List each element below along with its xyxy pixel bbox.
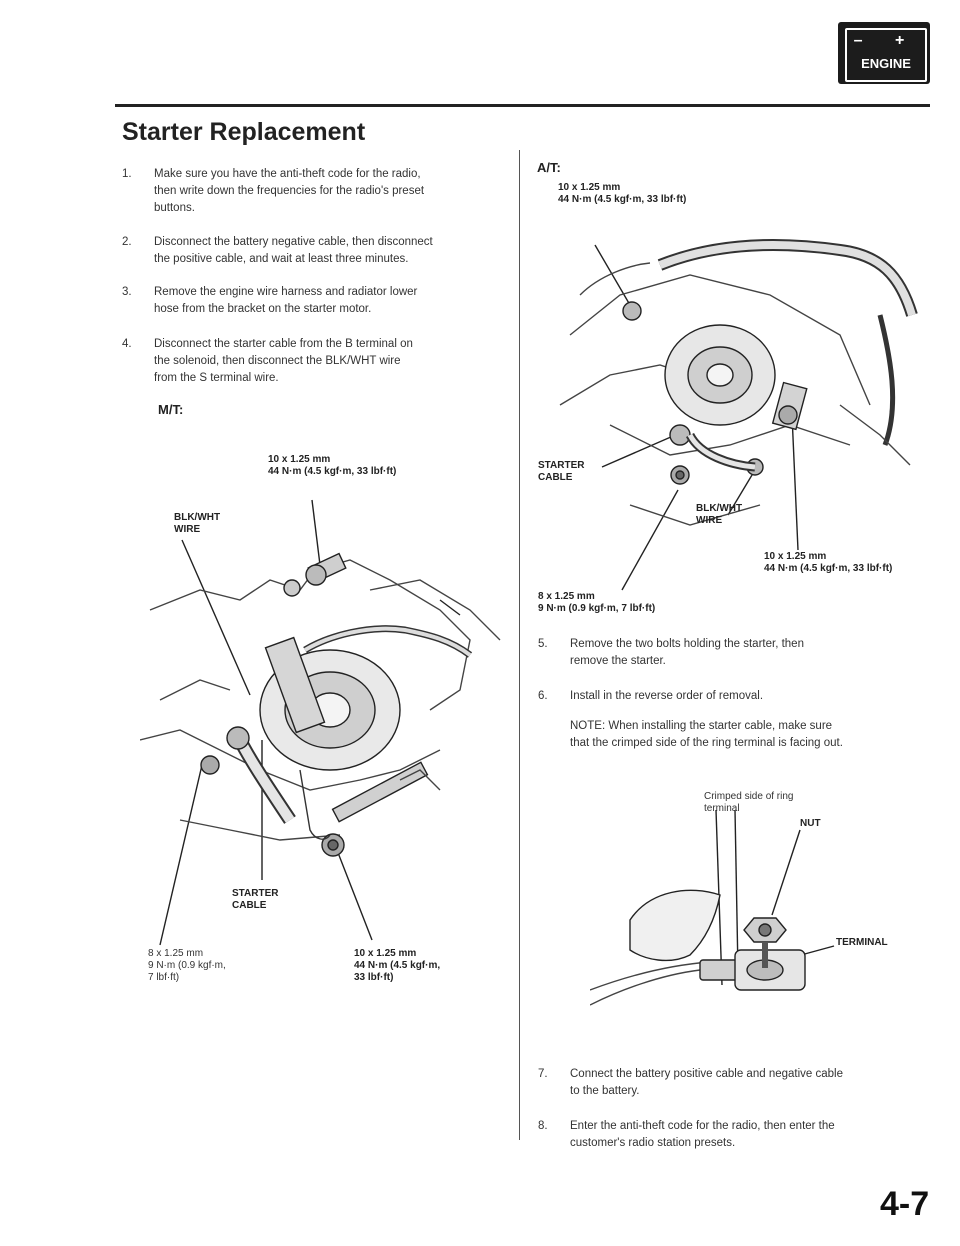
mt-top-bolt-label: 10 x 1.25 mm 44 N·m (4.5 kgf·m, 33 lbf·f… <box>268 454 396 478</box>
step-number: 1. <box>122 168 132 180</box>
leader-line <box>334 844 373 941</box>
label-line: WIRE <box>696 515 723 526</box>
mt-heading: M/T: <box>158 402 184 417</box>
page-number: 4-7 <box>880 1185 930 1223</box>
leader-line <box>601 432 681 468</box>
leader-line <box>594 244 631 306</box>
label-line: 10 x 1.25 mm <box>764 551 827 562</box>
battery-icon: – + ENGINE <box>845 28 927 82</box>
step-text-line: the positive cable, and wait at least th… <box>154 253 409 265</box>
leader-line <box>734 809 739 973</box>
label-line: 10 x 1.25 mm <box>354 948 417 959</box>
label-line: CABLE <box>538 472 573 483</box>
label-line: 44 N·m (4.5 kgf·m, <box>354 960 441 971</box>
at-nut-label: 8 x 1.25 mm 9 N·m (0.9 kgf·m, 7 lbf·ft) <box>538 591 655 615</box>
leader-line <box>621 489 679 591</box>
step-text-line: Connect the battery positive cable and n… <box>570 1068 843 1080</box>
at-right-bolt-label: 10 x 1.25 mm 44 N·m (4.5 kgf·m, 33 lbf·f… <box>764 551 892 575</box>
note-line: NOTE: When installing the starter cable,… <box>570 720 833 732</box>
label-line: 7 lbf·ft) <box>148 972 180 983</box>
step-text-line: to the battery. <box>570 1085 640 1097</box>
step-number: 5. <box>538 638 548 650</box>
column-divider <box>519 150 520 1140</box>
ring-terminal-illustration <box>590 809 835 1006</box>
step-text-line: Remove the two bolts holding the starter… <box>570 638 804 650</box>
step-text-line: Install in the reverse order of removal. <box>570 690 764 702</box>
leader-line <box>181 539 251 696</box>
step-text-line: Remove the engine wire harness and radia… <box>154 286 418 298</box>
leader-line <box>791 414 799 551</box>
header-rule <box>115 104 930 107</box>
badge-symbols: – + <box>853 32 919 49</box>
mt-lower-bolt-label: 10 x 1.25 mm 44 N·m (4.5 kgf·m, 33 lbf·f… <box>354 948 440 984</box>
at-heading: A/T: <box>537 160 561 175</box>
crimped-side-label: Crimped side of ring terminal <box>704 791 793 815</box>
step-text-line: Enter the anti-theft code for the radio,… <box>570 1120 835 1132</box>
label-line: 10 x 1.25 mm <box>558 182 621 193</box>
leader-line <box>311 499 321 566</box>
step-number: 6. <box>538 690 548 702</box>
step-text-line: from the S terminal wire. <box>154 372 279 384</box>
leader-line <box>727 469 756 516</box>
step-number: 3. <box>122 286 132 298</box>
engine-section-badge: – + ENGINE <box>838 22 930 84</box>
label-line: 33 lbf·ft) <box>354 972 394 983</box>
step-text-line: hose from the bracket on the starter mot… <box>154 303 372 315</box>
step-text-line: customer's radio station presets. <box>570 1137 736 1149</box>
label-line: STARTER <box>232 888 279 899</box>
leader-line <box>771 829 801 916</box>
note-line: that the crimped side of the ring termin… <box>570 737 843 749</box>
leader-line <box>159 764 203 946</box>
step-text-line: buttons. <box>154 202 195 214</box>
mt-wire-label: BLK/WHT WIRE <box>174 512 220 536</box>
label-line: Crimped side of ring <box>704 791 794 802</box>
at-cable-label: STARTER CABLE <box>538 460 584 484</box>
label-line: 9 N·m (0.9 kgf·m, 7 lbf·ft) <box>538 603 656 614</box>
step-text-line: remove the starter. <box>570 655 666 667</box>
label-line: BLK/WHT <box>174 512 221 523</box>
label-line: 8 x 1.25 mm <box>148 948 204 959</box>
label-line: 9 N·m (0.9 kgf·m, <box>148 960 226 971</box>
step-text-line: then write down the frequencies for the … <box>154 185 425 197</box>
at-top-bolt-label: 10 x 1.25 mm 44 N·m (4.5 kgf·m, 33 lbf·f… <box>558 182 686 206</box>
step-text-line: Disconnect the starter cable from the B … <box>154 338 413 350</box>
page-title: Starter Replacement <box>122 118 366 146</box>
label-line: 44 N·m (4.5 kgf·m, 33 lbf·ft) <box>558 194 687 205</box>
step-number: 4. <box>122 338 132 350</box>
step-number: 8. <box>538 1120 548 1132</box>
terminal-label: TERMINAL <box>836 937 888 948</box>
label-line: BLK/WHT <box>696 503 743 514</box>
step-number: 7. <box>538 1068 548 1080</box>
label-line: STARTER <box>538 460 585 471</box>
label-line: 44 N·m (4.5 kgf·m, 33 lbf·ft) <box>764 563 893 574</box>
label-line: 8 x 1.25 mm <box>538 591 595 602</box>
mt-starter-illustration <box>140 499 501 946</box>
label-line: 10 x 1.25 mm <box>268 454 331 465</box>
mt-cable-label: STARTER CABLE <box>232 888 278 912</box>
label-line: 44 N·m (4.5 kgf·m, 33 lbf·ft) <box>268 466 397 477</box>
step-number: 2. <box>122 236 132 248</box>
at-starter-illustration <box>559 239 918 591</box>
badge-label: ENGINE <box>861 56 911 71</box>
label-line: terminal <box>704 803 740 814</box>
mt-nut-label: 8 x 1.25 mm 9 N·m (0.9 kgf·m, 7 lbf·ft) <box>148 948 226 984</box>
step-text-line: the solenoid, then disconnect the BLK/WH… <box>154 355 401 367</box>
nut-label: NUT <box>800 818 821 829</box>
label-line: WIRE <box>174 524 201 535</box>
step-text-line: Disconnect the battery negative cable, t… <box>154 236 433 248</box>
at-wire-label: BLK/WHT WIRE <box>696 503 742 527</box>
label-line: CABLE <box>232 900 267 911</box>
step-text-line: Make sure you have the anti-theft code f… <box>154 168 421 180</box>
